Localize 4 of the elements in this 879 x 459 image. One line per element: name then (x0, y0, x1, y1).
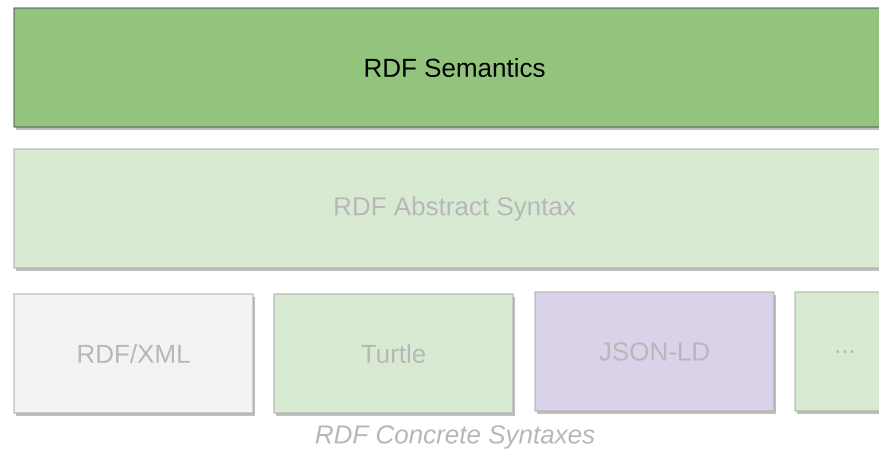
caption: RDF Concrete Syntaxes (316, 425, 595, 449)
syntax-box: ... (794, 292, 879, 414)
syntax-box: RDF/XML (14, 294, 255, 416)
layer-box: RDF Semantics (14, 8, 879, 130)
